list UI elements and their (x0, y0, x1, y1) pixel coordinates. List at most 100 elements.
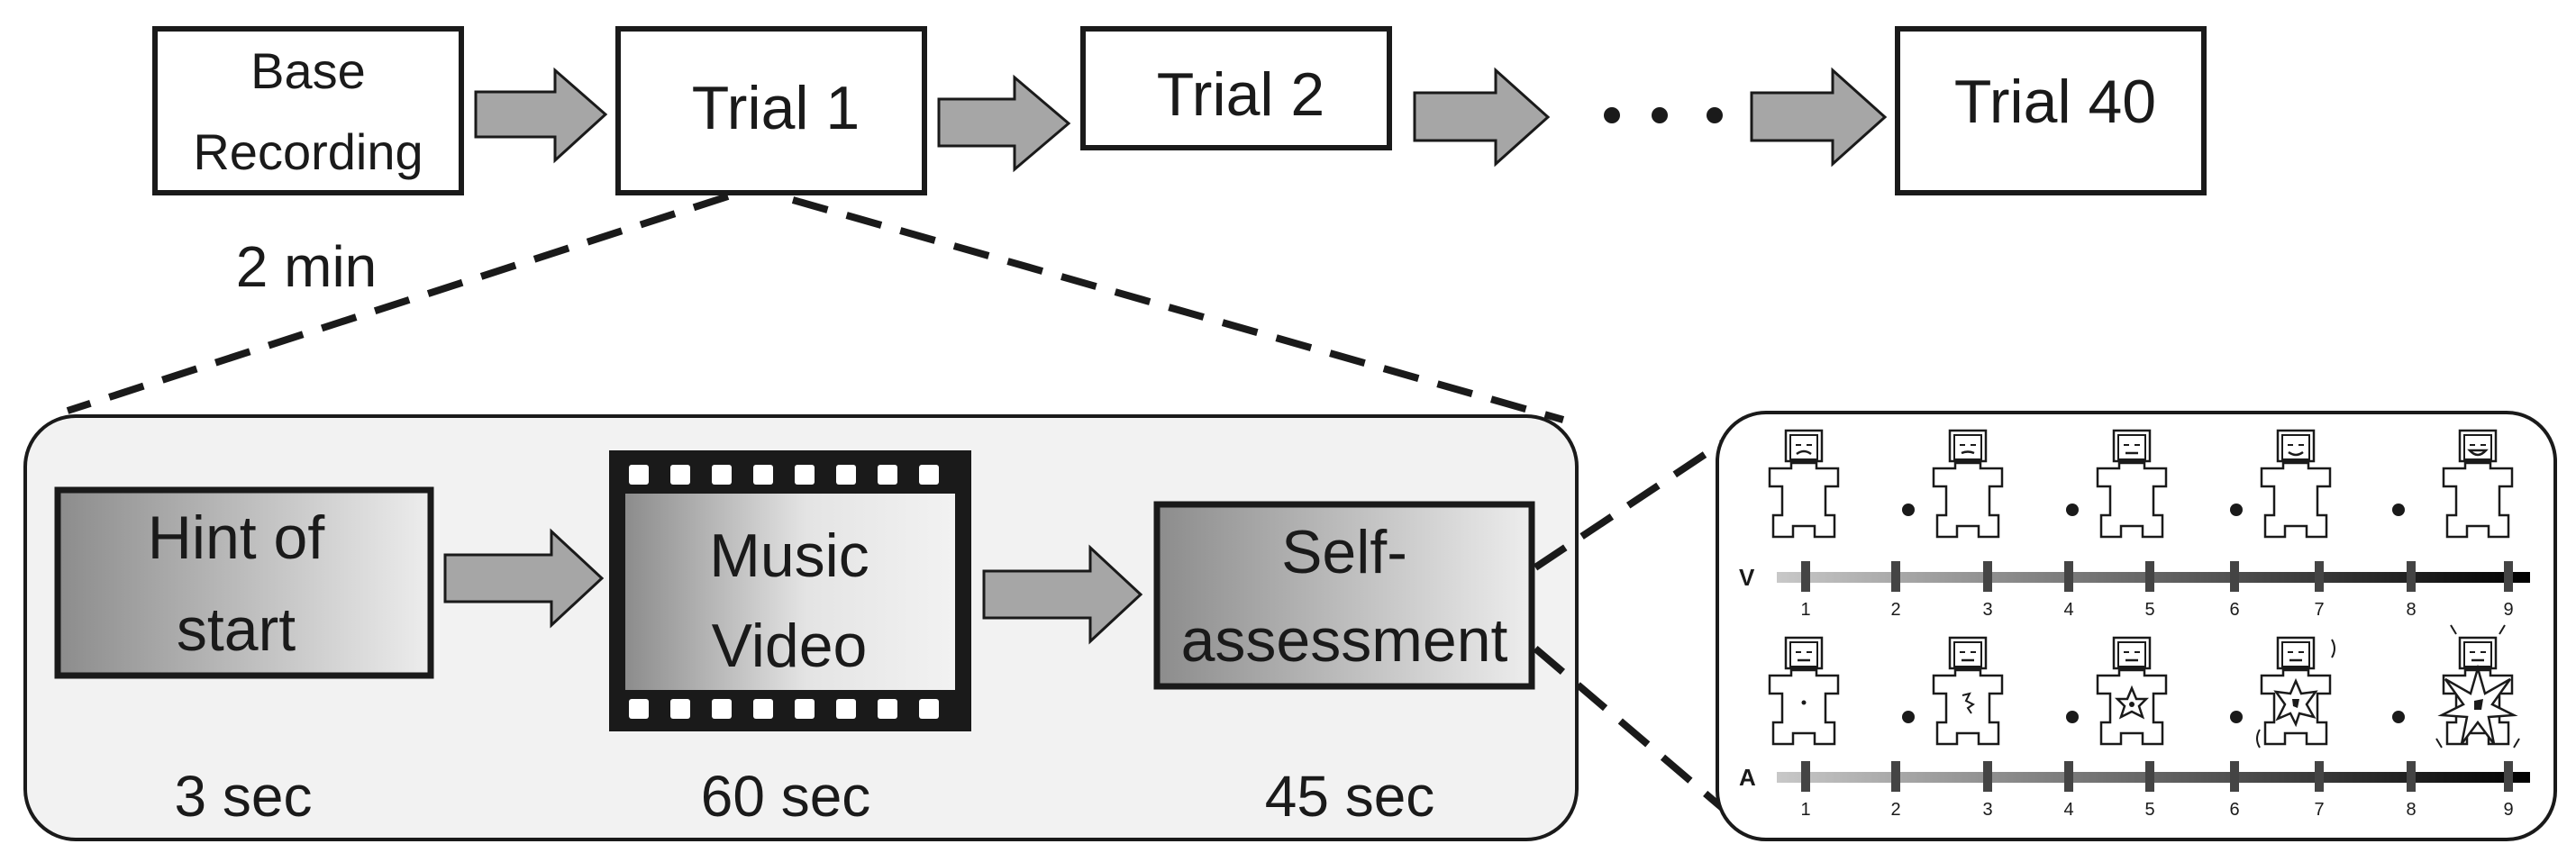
valence-tick-label-7: 7 (2314, 600, 2324, 620)
zoom-line-sam-bottom (1533, 645, 1734, 820)
valence-tick-label-8: 8 (2406, 600, 2416, 620)
video-label-line2: Video (712, 612, 868, 680)
valence-tick-8 (2407, 561, 2416, 592)
valence-manikin-2 (1932, 429, 2004, 539)
arousal-tick-label-5: 5 (2144, 800, 2154, 820)
hint-of-start-box (54, 486, 434, 679)
arrow-hint-to-video (443, 528, 605, 629)
video-duration-label: 60 sec (701, 764, 871, 829)
valence-tick-label-1: 1 (1800, 600, 1810, 620)
valence-tick-4 (2064, 561, 2073, 592)
base-recording-box (152, 26, 464, 195)
arousal-tick-label-8: 8 (2406, 800, 2416, 820)
arousal-manikin-4 (2256, 636, 2335, 749)
trial40-box (1895, 26, 2207, 195)
arousal-tick-label-4: 4 (2063, 800, 2073, 820)
valence-dot-4 (2392, 504, 2405, 516)
valence-tick-label-9: 9 (2503, 600, 2513, 620)
sam-panel-background (1716, 411, 2557, 841)
zoom-line-right (791, 196, 1565, 423)
valence-manikin-1 (1768, 429, 1840, 539)
arousal-tick-1 (1801, 761, 1810, 792)
base-recording-label-line2: Recording (193, 123, 423, 180)
valence-tick-5 (2145, 561, 2154, 592)
self-label-line1: Self- (1281, 518, 1407, 586)
valence-manikin-4 (2260, 429, 2332, 539)
ellipsis-dot-3 (1707, 107, 1723, 123)
arousal-tick-label-7: 7 (2314, 800, 2324, 820)
valence-tick-label-2: 2 (1890, 600, 1900, 620)
zoom-line-sam-top (1533, 416, 1760, 571)
arousal-manikin-2 (1932, 636, 2004, 746)
valence-manikin-3 (2096, 429, 2168, 539)
top-row: Base Recording Trial 1 Trial 2 Trial 40 … (152, 26, 2207, 299)
arousal-dot-2 (2066, 711, 2079, 723)
arrow-base-to-trial1 (474, 67, 608, 164)
valence-tick-2 (1891, 561, 1900, 592)
arrow-video-to-self (982, 544, 1143, 645)
valence-manikins (1768, 429, 2514, 539)
arousal-manikin-1 (1768, 636, 1840, 746)
arousal-tick-2 (1891, 761, 1900, 792)
arousal-dot-3 (2230, 711, 2243, 723)
arousal-tick-label-1: 1 (1800, 800, 1810, 820)
valence-tick-6 (2230, 561, 2239, 592)
trial2-label: Trial 2 (1157, 60, 1324, 129)
hint-duration-label: 3 sec (175, 764, 313, 829)
valence-dot-1 (1902, 504, 1915, 516)
trial-detail-panel: Hint of start (23, 414, 1579, 841)
music-video-film-icon (609, 450, 971, 731)
valence-tick-label-5: 5 (2144, 600, 2154, 620)
zoom-line-left (66, 193, 730, 414)
arrow-ellipsis-to-trial40 (1750, 67, 1888, 168)
valence-scale-tick-labels: 1 2 3 4 5 6 7 8 9 (1800, 600, 2513, 620)
arrow-trial2-to-ellipsis (1413, 67, 1551, 168)
hint-label-line1: Hint of (148, 504, 325, 572)
valence-manikin-5 (2442, 429, 2514, 539)
valence-tick-9 (2504, 561, 2513, 592)
self-label-line2: assessment (1181, 606, 1508, 675)
valence-tick-label-3: 3 (1982, 600, 1992, 620)
arousal-manikins (1768, 624, 2520, 749)
hint-label-line2: start (177, 595, 296, 664)
arousal-manikin-3 (2096, 636, 2168, 746)
valence-tick-3 (1983, 561, 1992, 592)
arousal-manikin-5 (2435, 624, 2520, 749)
valence-scale-ticks (1801, 561, 2513, 592)
arousal-tick-3 (1983, 761, 1992, 792)
arousal-scale-label: A (1739, 764, 1756, 791)
valence-tick-label-6: 6 (2229, 600, 2239, 620)
arousal-tick-label-2: 2 (1890, 800, 1900, 820)
valence-tick-7 (2315, 561, 2324, 592)
arousal-tick-label-3: 3 (1982, 800, 1992, 820)
arousal-scale-ticks (1801, 761, 2513, 792)
self-duration-label: 45 sec (1265, 764, 1435, 829)
valence-dot-3 (2230, 504, 2243, 516)
arousal-tick-4 (2064, 761, 2073, 792)
video-label-line1: Music (709, 522, 869, 590)
valence-tick-label-4: 4 (2063, 600, 2073, 620)
arousal-scale-tick-labels: 1 2 3 4 5 6 7 8 9 (1800, 800, 2513, 820)
trial2-box (1080, 26, 1392, 150)
base-recording-label-line1: Base (250, 42, 366, 99)
arousal-dot-1 (1902, 711, 1915, 723)
valence-tick-1 (1801, 561, 1810, 592)
trial1-label: Trial 1 (692, 74, 860, 142)
ellipsis-dot-1 (1604, 107, 1620, 123)
valence-scale-label: V (1739, 564, 1755, 591)
arousal-tick-5 (2145, 761, 2154, 792)
arrow-trial1-to-trial2 (937, 74, 1071, 173)
arousal-tick-label-6: 6 (2229, 800, 2239, 820)
arousal-tick-label-9: 9 (2503, 800, 2513, 820)
arousal-tick-6 (2230, 761, 2239, 792)
arousal-dot-4 (2392, 711, 2405, 723)
sam-rating-panel: V 1 2 3 4 5 6 7 8 9 A 1 2 3 4 5 6 7 8 9 (1716, 411, 2557, 841)
valence-dot-2 (2066, 504, 2079, 516)
arousal-tick-8 (2407, 761, 2416, 792)
base-duration-label: 2 min (236, 234, 378, 299)
ellipsis-dot-2 (1652, 107, 1668, 123)
self-assessment-box (1153, 501, 1535, 690)
arousal-tick-7 (2315, 761, 2324, 792)
trial40-label: Trial 40 (1954, 68, 2156, 136)
